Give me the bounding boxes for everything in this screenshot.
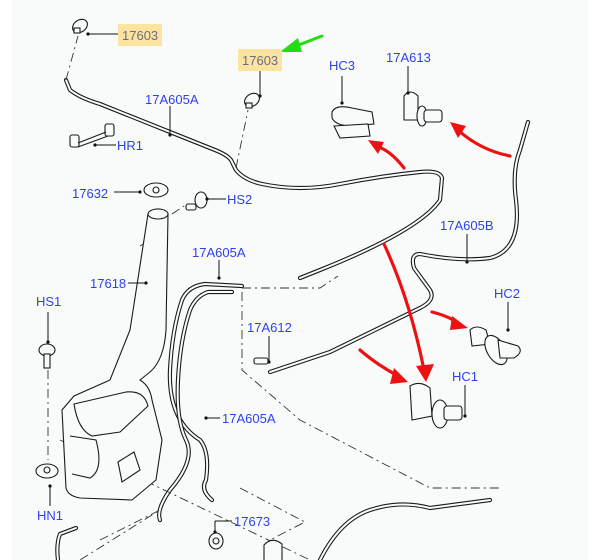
- part-hr1-bracket[interactable]: [69, 123, 115, 148]
- callout-hs1[interactable]: HS1: [36, 294, 61, 309]
- callout-17603-right[interactable]: 17603: [238, 49, 282, 71]
- part-hc3-clip[interactable]: [331, 106, 375, 139]
- green-arrow-to-17603: [280, 34, 324, 52]
- red-arrow-to-17a613: [450, 122, 512, 158]
- callout-hc3[interactable]: HC3: [329, 58, 355, 73]
- part-hn1-nut[interactable]: [35, 463, 59, 479]
- part-pump[interactable]: [263, 539, 283, 560]
- part-hc2-clip[interactable]: [469, 326, 521, 368]
- callout-hr1[interactable]: HR1: [117, 138, 143, 153]
- callout-label: 17603: [242, 53, 278, 68]
- callout-17a605a-top[interactable]: 17A605A: [145, 92, 199, 107]
- red-arrow-to-hc2: [430, 310, 468, 330]
- hose-17a605a-upper: [63, 77, 445, 281]
- part-hs2-screw[interactable]: [185, 191, 208, 211]
- highlight-box: [118, 24, 162, 46]
- red-arrow-to-hc3: [368, 140, 406, 170]
- part-washer-jet-left[interactable]: [70, 16, 90, 35]
- callout-hc1[interactable]: HC1: [452, 369, 478, 384]
- callout-17603-left[interactable]: 17603: [118, 24, 162, 46]
- hose-17a605a-lower: [157, 281, 245, 523]
- callout-label: 17603: [122, 28, 158, 43]
- red-arrow-to-hc1-short: [358, 348, 408, 384]
- highlight-box: [238, 49, 282, 71]
- part-17632-cap[interactable]: [143, 182, 169, 198]
- callout-17a605b[interactable]: 17A605B: [440, 218, 494, 233]
- callout-17a605a-low[interactable]: 17A605A: [222, 411, 276, 426]
- leader-lines: [46, 32, 510, 534]
- callout-17a613[interactable]: 17A613: [386, 50, 431, 65]
- part-17a613-connector[interactable]: [403, 91, 443, 127]
- hose-bottom: [55, 497, 493, 560]
- red-arrow-to-hc1-long: [382, 242, 434, 382]
- part-washer-tank-17618[interactable]: [61, 208, 169, 501]
- callout-17673[interactable]: 17673: [234, 514, 270, 529]
- callout-hs2[interactable]: HS2: [227, 192, 252, 207]
- callout-17a612[interactable]: 17A612: [247, 320, 292, 335]
- hose-17a605b: [267, 119, 531, 375]
- part-hc1-clip[interactable]: [409, 382, 463, 429]
- part-17673-grommet[interactable]: [208, 532, 224, 550]
- part-hs1-bolt[interactable]: [38, 343, 56, 369]
- callout-17618[interactable]: 17618: [90, 276, 126, 291]
- part-17a612-connector[interactable]: [253, 357, 269, 365]
- callout-hn1[interactable]: HN1: [37, 508, 63, 523]
- callout-hc2[interactable]: HC2: [494, 286, 520, 301]
- callout-17632[interactable]: 17632: [72, 186, 108, 201]
- callout-17a605a-mid[interactable]: 17A605A: [192, 245, 246, 260]
